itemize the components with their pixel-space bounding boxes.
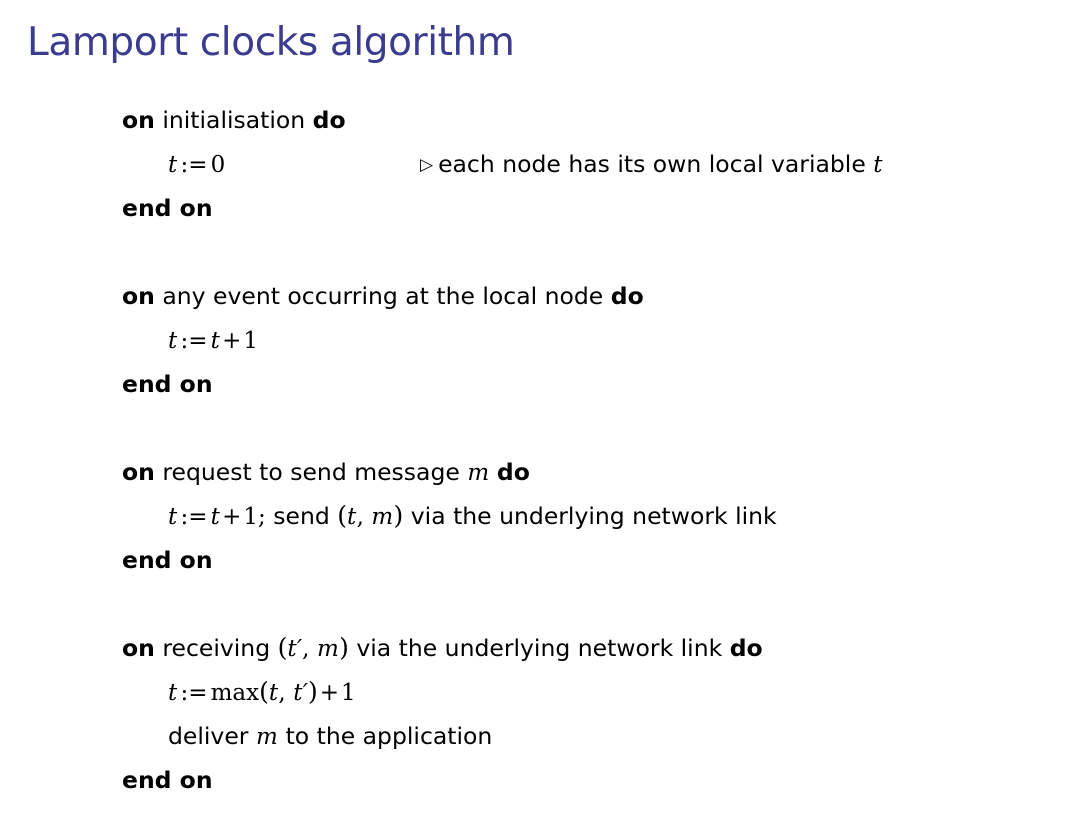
receive-tail-text: via the underlying network link (356, 634, 723, 662)
assign-operator: := (180, 504, 208, 530)
text-space (722, 634, 729, 662)
var-m: m (467, 460, 490, 486)
algo-line-end-on-2: end on (122, 362, 1042, 406)
algo-line-end-on-3: end on (122, 538, 1042, 582)
keyword-do: do (729, 634, 763, 662)
text-space (603, 282, 610, 310)
var-t: t (210, 504, 221, 530)
block-separator (122, 230, 1042, 274)
send-tail-text: via the underlying network link (410, 502, 777, 530)
var-m: m (371, 504, 394, 530)
algo-block-receive-message: on receiving (t′, m) via the underlying … (122, 626, 1042, 802)
keyword-end-on: end on (122, 546, 213, 574)
algo-line-on-request-send: on request to send message m do (122, 450, 1042, 494)
open-paren: ( (277, 633, 288, 662)
text-space (489, 458, 496, 486)
close-paren: ) (339, 633, 349, 662)
algo-block-initialisation: on initialisation do t:=0 ▷each node has… (122, 98, 1042, 230)
plus-operator: + (222, 504, 242, 530)
text-space (248, 722, 255, 750)
algo-line-on-receiving: on receiving (t′, m) via the underlying … (122, 626, 1042, 670)
text-space (270, 634, 277, 662)
keyword-do: do (312, 106, 346, 134)
var-t: t (293, 680, 303, 706)
algo-line-on-any-event: on any event occurring at the local node… (122, 274, 1042, 318)
prime-mark: ′ (302, 680, 308, 706)
keyword-end-on: end on (122, 370, 213, 398)
assign-operator: := (180, 152, 208, 178)
algo-line-send-increment: t:=t+1; send (t, m) via the underlying n… (122, 494, 1042, 538)
algo-line-init-assign: t:=0 ▷each node has its own local variab… (122, 142, 1042, 186)
var-m: m (255, 724, 279, 750)
keyword-end-on: end on (122, 194, 213, 222)
block-separator (122, 582, 1042, 626)
literal-zero: 0 (210, 152, 226, 178)
var-t: t (347, 504, 357, 530)
var-t: t (168, 328, 178, 354)
header-text-any-event: any event occurring at the local node (162, 282, 604, 310)
keyword-on: on (122, 282, 155, 310)
comma: , (278, 680, 286, 706)
comma: , (302, 636, 310, 662)
text-space (309, 634, 316, 662)
header-text-request-send: request to send message (162, 458, 460, 486)
var-t: t (168, 680, 178, 706)
prime-mark: ′ (296, 636, 303, 662)
literal-one: 1 (341, 680, 356, 706)
assign-operator: := (180, 680, 208, 706)
page-title: Lamport clocks algorithm (27, 20, 515, 65)
keyword-on: on (122, 458, 155, 486)
keyword-do: do (610, 282, 644, 310)
var-m: m (316, 636, 340, 662)
literal-one: 1 (243, 504, 259, 530)
open-paren: ( (259, 677, 269, 706)
literal-one: 1 (243, 328, 259, 354)
max-function-name: max (210, 680, 260, 706)
var-t: t (873, 152, 883, 178)
close-paren: ) (393, 501, 404, 530)
text-space (278, 722, 285, 750)
algorithm-listing: on initialisation do t:=0 ▷each node has… (122, 98, 1042, 802)
deliver-head-text: deliver (168, 722, 249, 750)
triangle-right-icon: ▷ (420, 155, 434, 175)
var-t: t (287, 636, 297, 662)
comma: , (356, 504, 364, 530)
algo-line-receive-deliver: deliver m to the application (122, 714, 1042, 758)
header-text-initialisation: initialisation (162, 106, 306, 134)
algo-line-local-increment: t:=t+1 (122, 318, 1042, 362)
comment-text: each node has its own local variable (438, 150, 866, 178)
keyword-end-on: end on (122, 766, 213, 794)
algo-line-end-on-4: end on (122, 758, 1042, 802)
header-text-receiving: receiving (162, 634, 271, 662)
var-t: t (210, 328, 221, 354)
keyword-do: do (496, 458, 530, 486)
var-t: t (168, 152, 178, 178)
block-separator (122, 406, 1042, 450)
keyword-on: on (122, 106, 155, 134)
close-paren: ) (307, 677, 318, 706)
algo-block-send-message: on request to send message m do t:=t+1; … (122, 450, 1042, 582)
plus-operator: + (319, 680, 340, 706)
deliver-tail-text: to the application (285, 722, 493, 750)
text-space (403, 502, 410, 530)
plus-operator: + (222, 328, 242, 354)
algo-line-end-on-1: end on (122, 186, 1042, 230)
algo-line-receive-max: t:=max(t, t′)+1 (122, 670, 1042, 714)
algo-block-local-event: on any event occurring at the local node… (122, 274, 1042, 406)
keyword-on: on (122, 634, 155, 662)
assign-operator: := (180, 328, 208, 354)
text-space (305, 106, 312, 134)
semicolon-separator: ; (258, 504, 266, 530)
var-t: t (168, 504, 178, 530)
var-t: t (268, 680, 279, 706)
algo-comment-init: ▷each node has its own local variable t (420, 142, 883, 187)
algo-line-on-initialisation: on initialisation do (122, 98, 1042, 142)
open-paren: ( (337, 501, 348, 530)
keyword-send: send (273, 502, 330, 530)
